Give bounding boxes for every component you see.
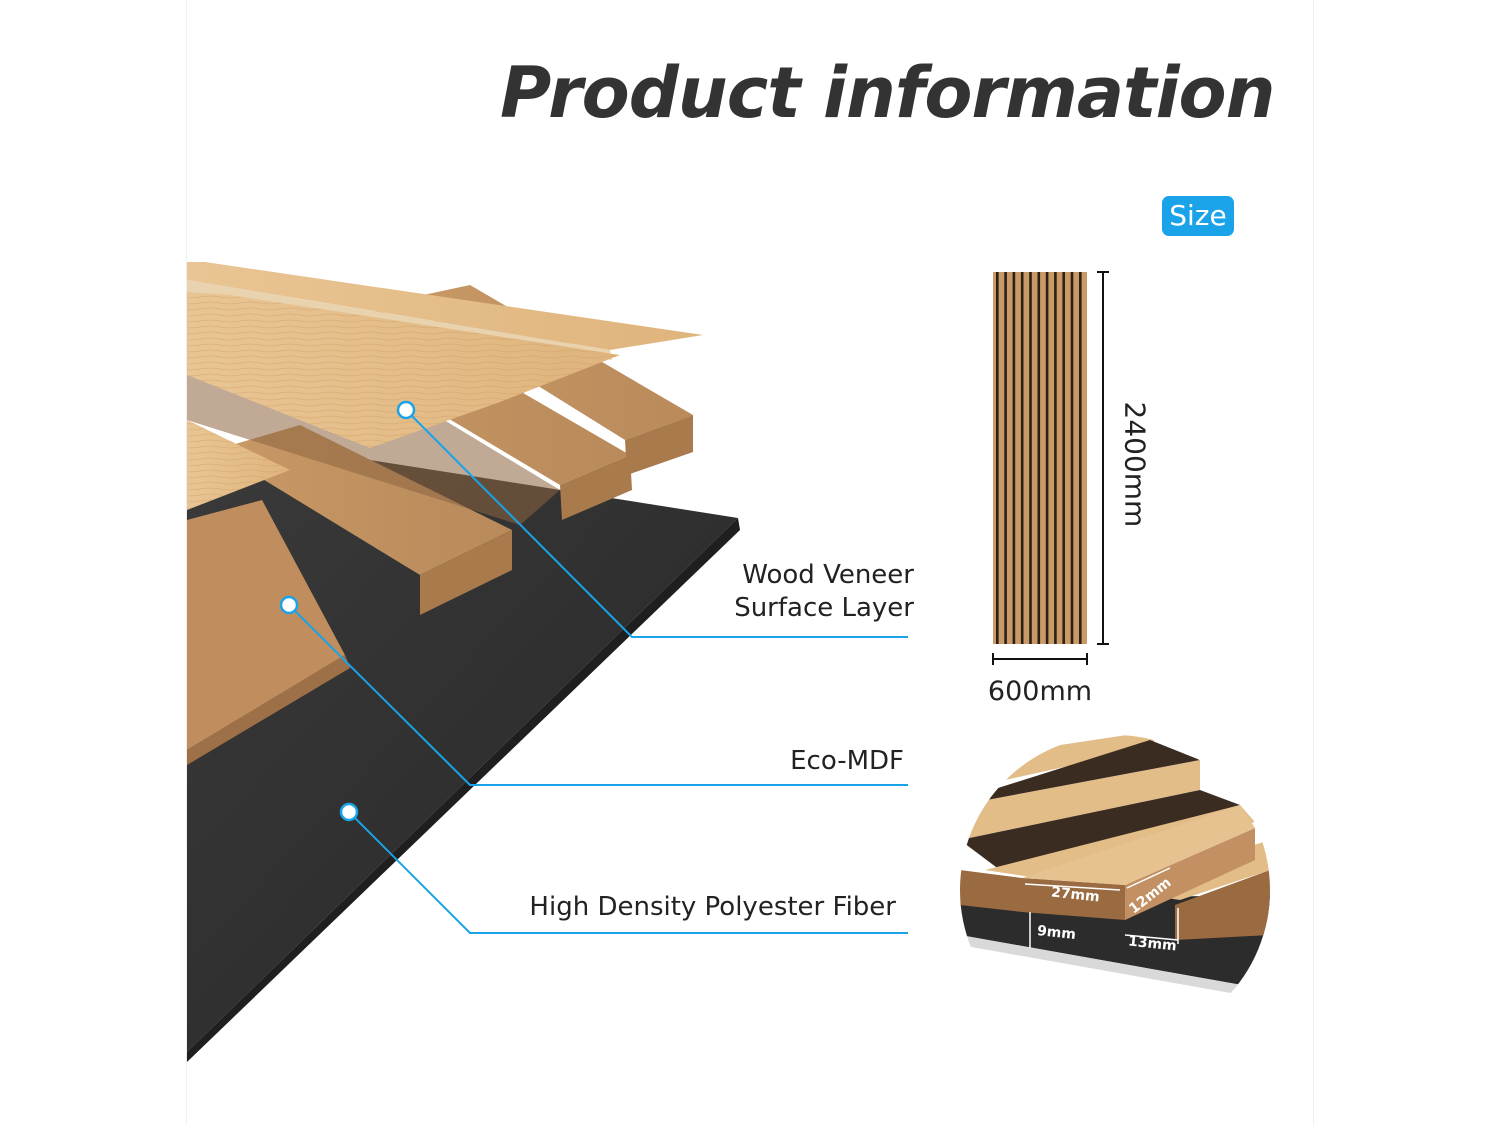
panel-height-label: 2400mm <box>1118 401 1152 528</box>
veneer-label-line2: Surface Layer <box>734 593 914 623</box>
veneer-sheets <box>187 262 703 510</box>
callout-dot-fiber <box>339 802 359 822</box>
callout-dot-veneer <box>396 400 416 420</box>
page-title: Product information <box>500 52 1275 134</box>
fiber-label: High Density Polyester Fiber <box>529 892 896 922</box>
mdf-label: Eco-MDF <box>790 746 904 776</box>
felt-layer <box>187 460 738 1052</box>
callout-dot-mdf <box>279 595 299 615</box>
veneer-label-line1: Wood Veneer <box>742 560 914 590</box>
panel-groove <box>1037 272 1041 644</box>
size-badge: Size <box>1162 196 1234 236</box>
panel-groove <box>1070 272 1074 644</box>
panel-width-label: 600mm <box>987 676 1093 707</box>
felt-edge <box>187 518 740 1062</box>
panel-groove <box>1012 272 1016 644</box>
panel-groove <box>1054 272 1057 644</box>
callout-lines <box>288 409 908 934</box>
slat-detail-circle <box>960 735 1270 1045</box>
panel-groove <box>1045 272 1049 644</box>
panel-groove <box>1020 272 1024 644</box>
panel-diagram <box>992 271 1109 665</box>
panel-groove <box>1079 272 1082 644</box>
panel-groove <box>1062 272 1065 644</box>
panel-groove <box>996 272 999 644</box>
panel-groove <box>1029 272 1032 644</box>
panel-groove <box>1004 272 1007 644</box>
